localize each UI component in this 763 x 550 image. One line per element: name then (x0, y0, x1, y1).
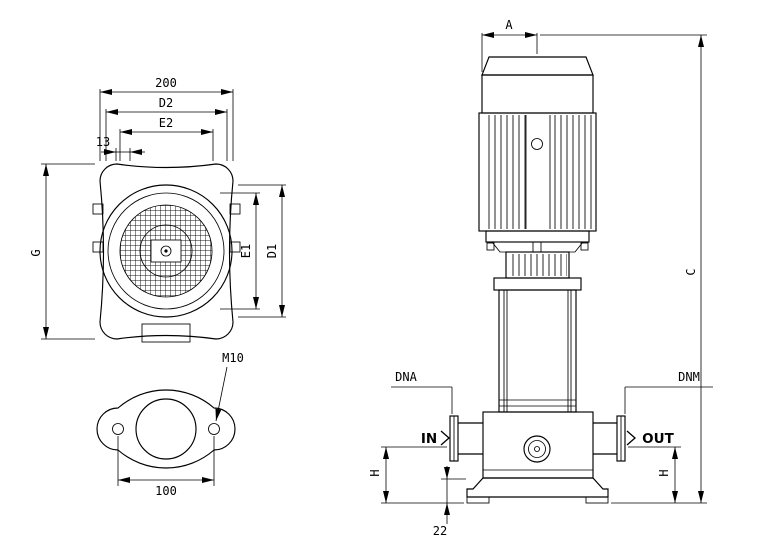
dim-100: 100 (117, 436, 215, 498)
dim-22: 22 (433, 466, 466, 538)
flange-dimensions: M10 100 (117, 351, 244, 498)
dim-m10: M10 (215, 351, 244, 422)
coupling-guard-slots (508, 254, 567, 276)
dim-c-label: C (684, 268, 698, 275)
head-boss-inner (528, 440, 546, 458)
side-view-dimensions: A C DNA DNM IN (368, 18, 713, 538)
strainer-ring (139, 224, 193, 278)
motor-fin-field-right (550, 115, 592, 229)
side-view: A C DNA DNM IN (368, 18, 713, 538)
dim-d2-label: D2 (159, 96, 173, 110)
dim-dna: DNA (391, 370, 453, 414)
dim-e2: E2 (119, 116, 214, 161)
dim-200-label: 200 (155, 76, 177, 90)
outlet-flow-arrow-icon (626, 430, 636, 446)
dim-e2-label: E2 (159, 116, 173, 130)
top-view-body (92, 163, 241, 343)
stage-sleeve (498, 289, 577, 413)
top-view-dimensions: 200 D2 E2 13 (29, 76, 286, 340)
adapter (491, 241, 584, 253)
casing-side-plug (92, 203, 104, 215)
dim-a-label: A (505, 18, 513, 32)
in-label: IN (421, 431, 437, 447)
dim-13: 13 (96, 135, 145, 161)
flange-bolt-hole (112, 423, 124, 435)
motor-lifting-eye (531, 138, 543, 150)
dim-d1-label: D1 (265, 244, 279, 258)
outlet-label: OUT (626, 430, 675, 447)
casing-side-plug (92, 241, 104, 253)
pump-head (482, 411, 594, 479)
casing-side-plug (229, 241, 241, 253)
base-pad-left (466, 496, 490, 504)
dim-h-left: H (368, 446, 464, 504)
adapter-bolt (486, 242, 495, 251)
shaft-center-dot (164, 249, 168, 253)
shaft-center (160, 245, 172, 257)
dim-100-label: 100 (155, 484, 177, 498)
base-plate (466, 477, 609, 498)
head-boss-center (534, 446, 540, 452)
out-label: OUT (642, 431, 674, 447)
dim-d2: D2 (105, 96, 228, 161)
motor-fin-field-left (484, 115, 526, 229)
inlet-label: IN (421, 430, 450, 447)
dim-dna-label: DNA (395, 370, 417, 384)
adapter-bolt (580, 242, 589, 251)
oval-flange-outline (96, 389, 236, 469)
dim-e1-label: E1 (239, 244, 253, 258)
dim-g-label: G (29, 249, 43, 256)
dim-h-right-label: H (657, 469, 671, 476)
side-view-body (449, 56, 626, 504)
motor-fan-cover (481, 74, 594, 114)
dim-dnm-label: DNM (678, 370, 700, 384)
dim-h-left-label: H (368, 469, 382, 476)
flange-body (96, 389, 236, 469)
casing-side-plug (229, 203, 241, 215)
dim-d1: D1 (238, 184, 286, 318)
dim-200: 200 (99, 76, 234, 161)
dim-22-label: 22 (433, 524, 447, 538)
dim-13-label: 13 (96, 135, 110, 149)
casing-circle-outer (99, 184, 233, 318)
dim-dnm: DNM (624, 370, 713, 414)
dim-h-right: H (628, 446, 681, 503)
top-view: 200 D2 E2 13 (29, 76, 286, 343)
motor-fan-cap (481, 56, 594, 76)
inlet-flow-arrow-icon (440, 430, 450, 446)
dim-a: A (481, 18, 538, 72)
flange-bolt-hole (208, 423, 220, 435)
column-collar (493, 277, 582, 291)
casing-bottom-port (141, 323, 191, 343)
dim-g: G (29, 163, 95, 340)
casing-circle-mid (107, 192, 225, 310)
head-boss-outer (523, 435, 551, 463)
dim-m10-label: M10 (222, 351, 244, 365)
motor-flange (485, 230, 590, 243)
dim-c: C (540, 34, 707, 504)
flange-bore (135, 398, 197, 460)
base-pad-right (585, 496, 609, 504)
dim-e1: E1 (220, 192, 260, 310)
flange-view: M10 100 (96, 351, 244, 498)
